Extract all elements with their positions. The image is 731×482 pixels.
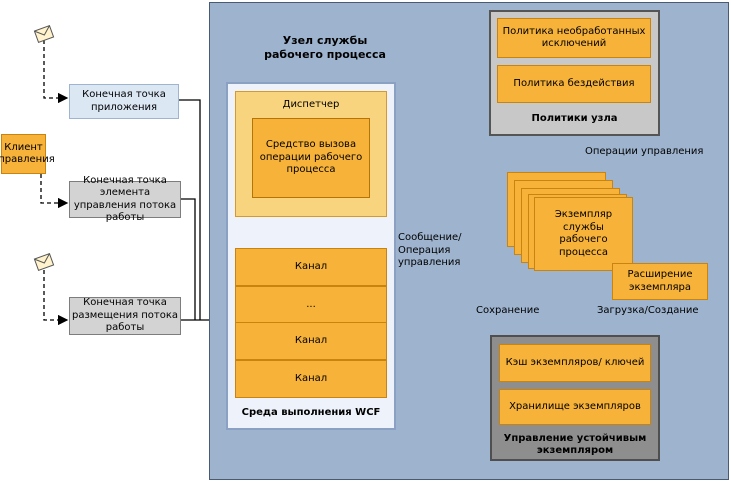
channel: Канал [235, 248, 387, 286]
channel-ellipsis: ... [235, 286, 387, 324]
host-title: Узел службы рабочего процесса [264, 34, 386, 61]
message-arrow-label: Сообщение/ Операция управления [398, 232, 462, 269]
workflow-hosting-endpoint: Конечная точка размещения потока работы [69, 297, 181, 335]
instance-key-cache: Кэш экземпляров/ ключей [499, 344, 651, 382]
instance-extension: Расширение экземпляра [612, 263, 708, 300]
management-client: Клиент управления [0, 134, 55, 174]
channel: Канал [235, 360, 387, 398]
control-message-path [40, 174, 69, 209]
channel: Канал [235, 322, 387, 360]
host-policies-label: Политики узла [531, 112, 618, 124]
hosting-message-path [43, 270, 69, 326]
application-message-path [43, 40, 69, 104]
load-create-label: Загрузка/Создание [597, 305, 699, 316]
control-endpoint-connector [181, 198, 196, 320]
workflow-service-instance: Экземпляр службы рабочего процесса [534, 197, 633, 271]
workflow-control-endpoint: Конечная точка элемента управления поток… [69, 175, 181, 223]
durable-instance-management-label: Управление устойчивым экземпляром [503, 432, 647, 457]
wcf-runtime-label: Среда выполнения WCF [241, 406, 381, 418]
save-label: Сохранение [476, 305, 540, 316]
control-operations-label: Операции управления [585, 146, 704, 157]
application-endpoint-connector [179, 99, 201, 320]
application-endpoint: Конечная точка приложения [69, 84, 179, 119]
envelope-icon [33, 252, 55, 272]
idle-policy: Политика бездействия [497, 65, 651, 103]
instance-store: Хранилище экземпляров [499, 389, 651, 425]
dispatcher-label: Диспетчер [282, 98, 340, 110]
unhandled-exception-policy: Политика необработанных исключений [497, 18, 651, 58]
workflow-operation-invoker: Средство вызова операции рабочего процес… [252, 118, 370, 198]
envelope-icon [33, 24, 55, 44]
